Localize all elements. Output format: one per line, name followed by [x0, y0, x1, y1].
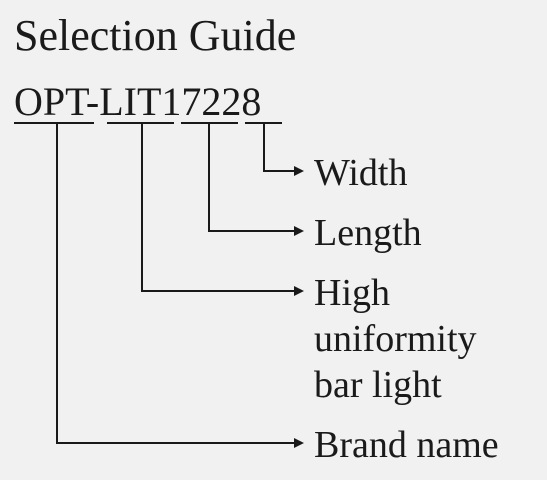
label-length: Length	[314, 212, 422, 254]
code-dash: -	[85, 79, 100, 124]
code-segment-length: 172	[161, 79, 222, 124]
label-uniformity: High uniformity bar light	[314, 272, 477, 406]
arrowhead-uniformity	[294, 286, 304, 296]
diagram-title: Selection Guide	[14, 11, 297, 60]
code-segment-brand: OPT	[14, 79, 86, 124]
arrowhead-length	[294, 226, 304, 236]
label-brand-name: Brand name	[314, 424, 499, 466]
model-code: OPT-LIT17228	[14, 78, 261, 126]
label-width: Width	[314, 152, 408, 194]
connector-length	[208, 123, 296, 232]
arrowhead-width	[294, 166, 304, 176]
code-segment-width: 28	[221, 79, 262, 124]
connector-uniformity	[141, 123, 296, 292]
connector-brand	[56, 123, 296, 444]
code-segment-series: LIT	[99, 79, 162, 124]
arrowhead-brand	[294, 438, 304, 448]
connector-width	[263, 123, 296, 172]
